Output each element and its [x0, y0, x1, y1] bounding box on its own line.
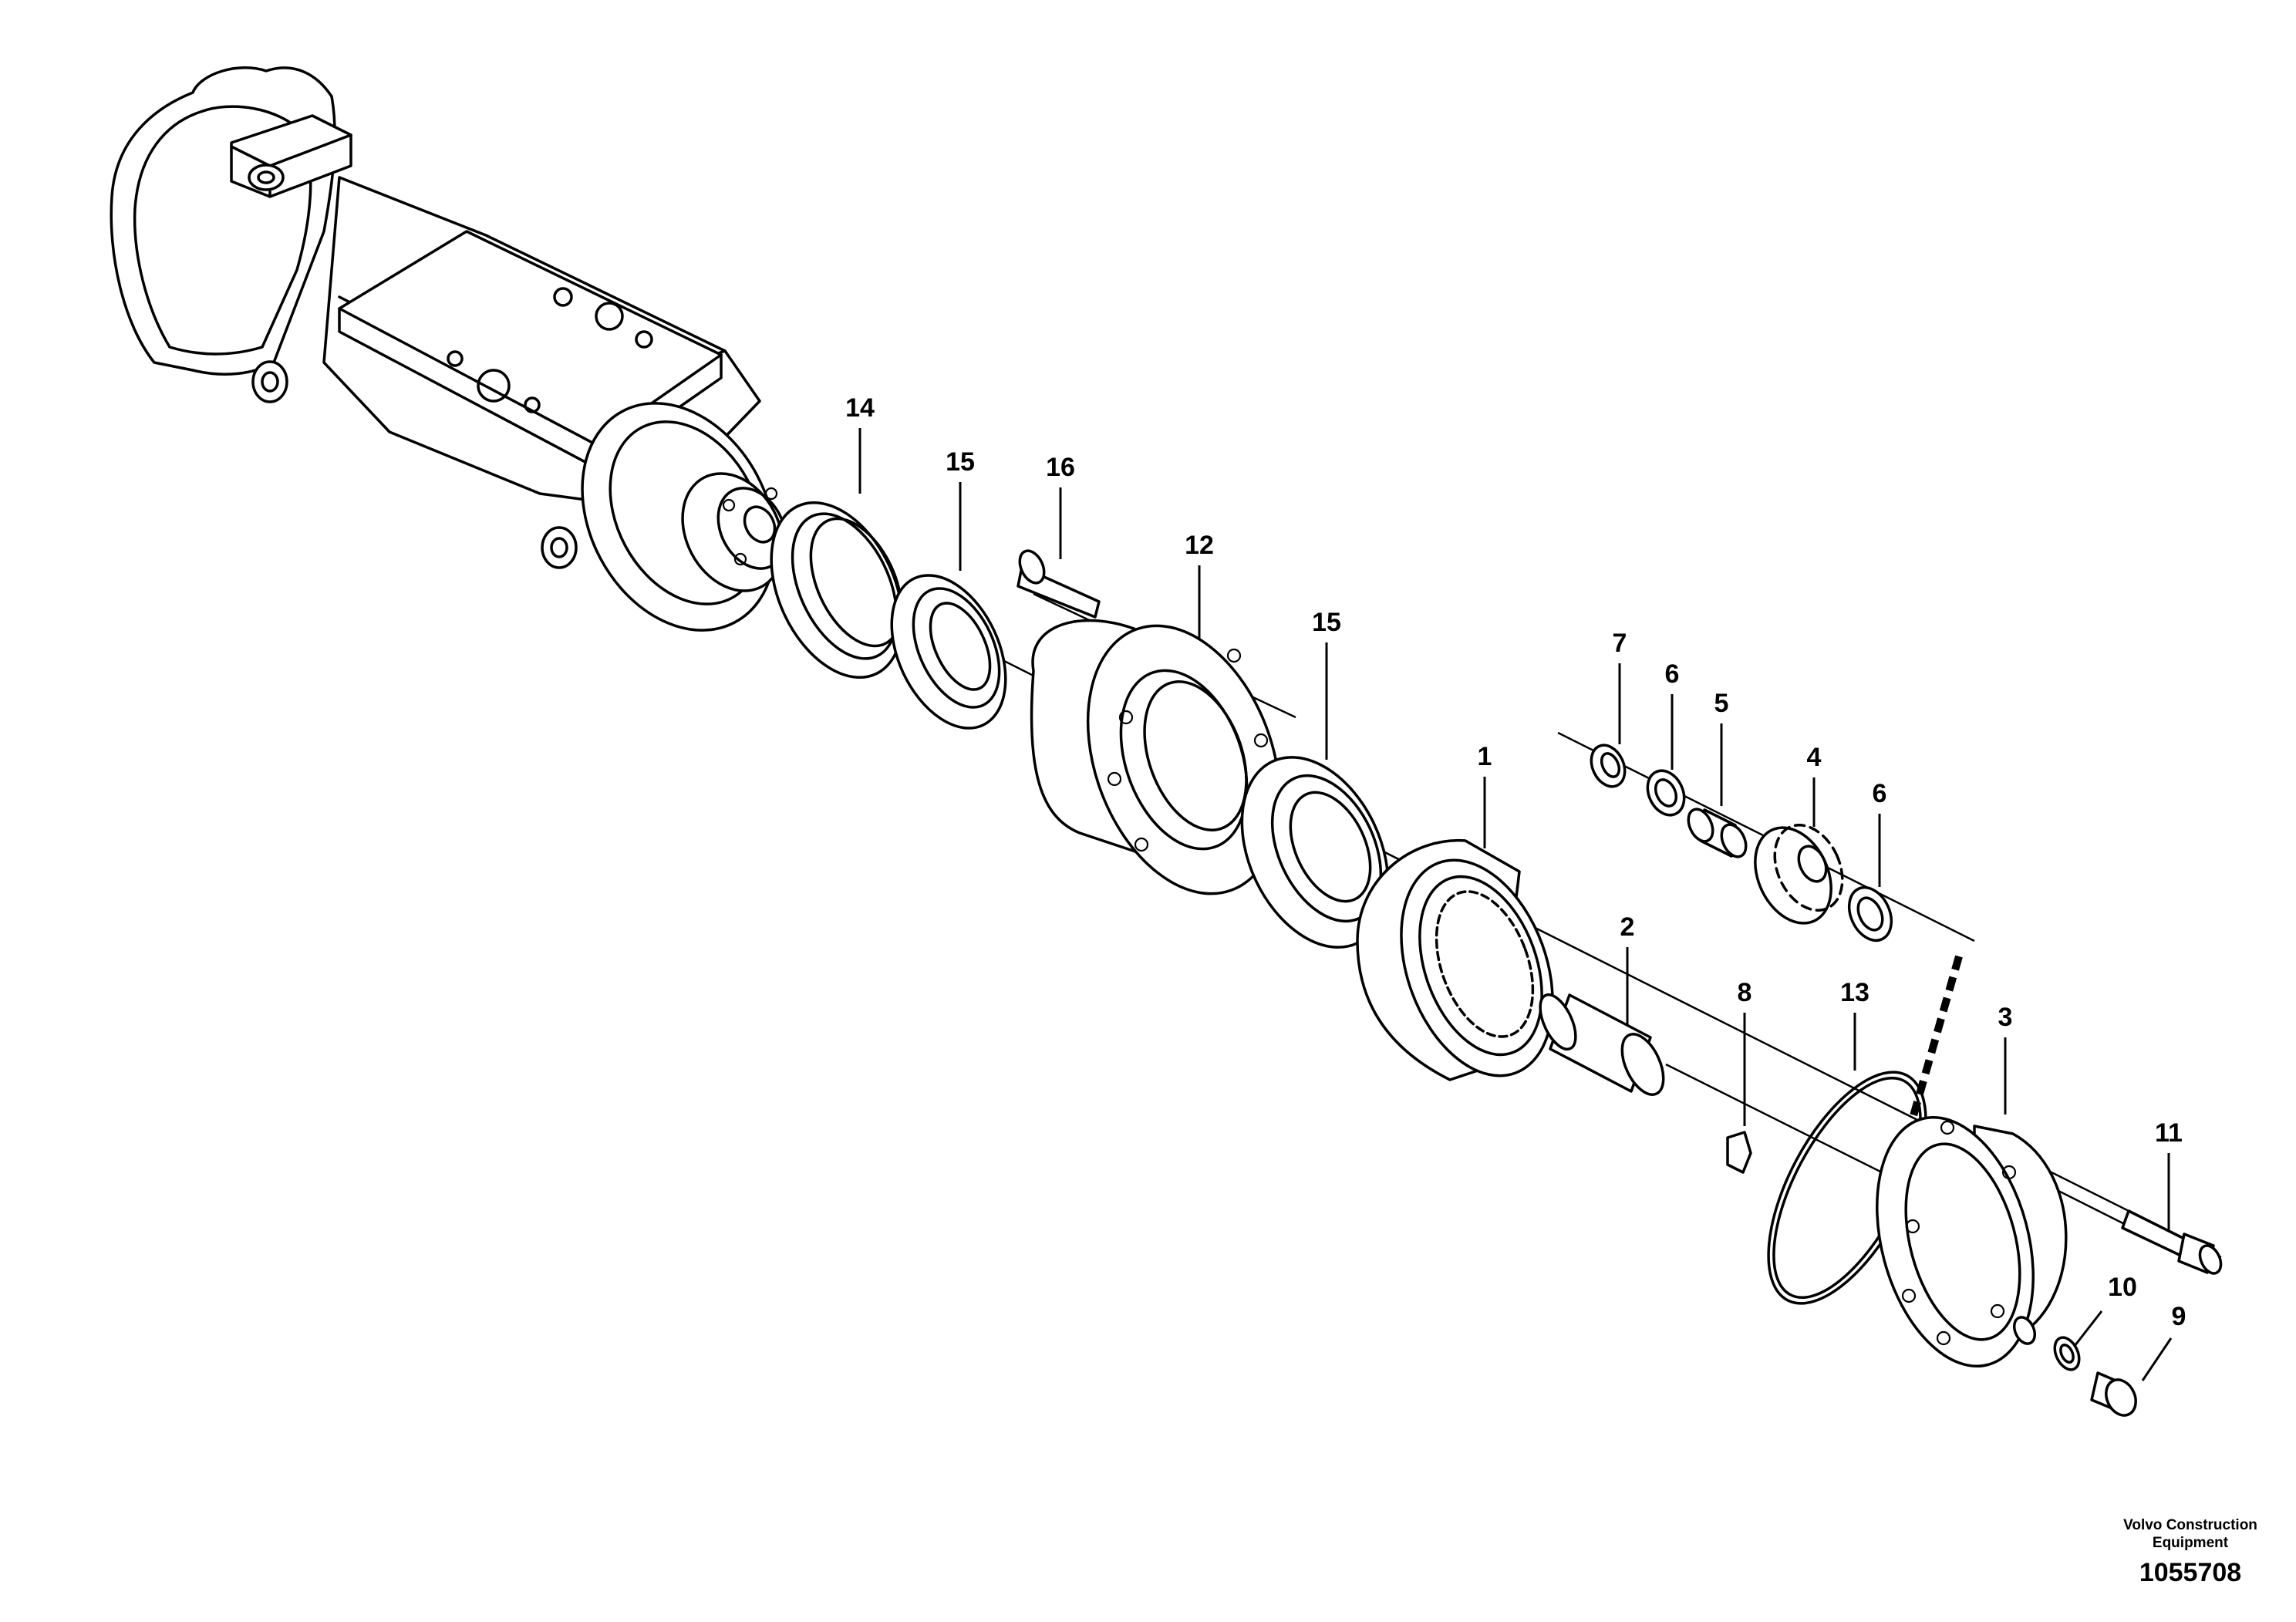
company-name-line1: Volvo Construction: [2123, 1517, 2257, 1533]
callout-15-right: 15: [1312, 608, 1341, 637]
callout-2: 2: [1620, 912, 1635, 942]
part-3-hub-cover: [1876, 1115, 2068, 1368]
callout-4: 4: [1807, 743, 1822, 772]
part-6-washer-upper: [1646, 769, 1686, 817]
leader-9: [2141, 1337, 2173, 1381]
callout-9: 9: [2172, 1302, 2186, 1331]
callout-8: 8: [1738, 978, 1752, 1007]
part-2-sun-gear-shaft: [1539, 993, 1665, 1096]
part-8-lock-plate: [1726, 1131, 1752, 1174]
callout-13: 13: [1840, 978, 1870, 1007]
part-1-ring-gear: [1356, 839, 1554, 1081]
part-11-cap-screw: [2121, 1209, 2223, 1275]
callout-14: 14: [845, 393, 875, 423]
callout-5: 5: [1714, 689, 1729, 718]
axle-housing: [110, 66, 787, 632]
callout-15-left: 15: [946, 447, 975, 477]
part-16-stud-bolt: [1017, 549, 1101, 619]
callout-10: 10: [2108, 1273, 2137, 1302]
callout-7: 7: [1613, 629, 1627, 658]
part-7-lock-ring: [1590, 744, 1627, 788]
callout-3: 3: [1998, 1003, 2013, 1032]
callout-11: 11: [2155, 1118, 2183, 1148]
callout-6-lower: 6: [1873, 779, 1887, 808]
callout-16: 16: [1046, 453, 1075, 482]
part-5-needle-bearing: [1687, 808, 1748, 858]
part-6-washer-lower: [1847, 885, 1893, 943]
callout-12: 12: [1185, 531, 1214, 560]
callout-1: 1: [1478, 742, 1492, 771]
company-name-line2: Equipment: [2153, 1535, 2229, 1551]
part-15-bearing-left: [890, 574, 1007, 730]
leader-10: [2073, 1310, 2103, 1347]
callouts: 14 15 16 12 15 7 6 5 4 6 1 2 8 13 3 11 1: [845, 393, 2186, 1381]
part-4-planet-gear: [1754, 824, 1844, 925]
part-9-plug: [2090, 1371, 2137, 1417]
part-10-sealing-washer: [2053, 1336, 2081, 1371]
drawing-number: 1055708: [2139, 1558, 2241, 1587]
part-15-bearing-right: [1240, 756, 1390, 949]
part-14-seal: [770, 501, 904, 679]
callout-6-upper: 6: [1665, 659, 1680, 689]
part-12-wheel-hub: [1030, 619, 1282, 895]
drawing-footer: Volvo Construction Equipment 1055708: [2123, 1517, 2257, 1587]
